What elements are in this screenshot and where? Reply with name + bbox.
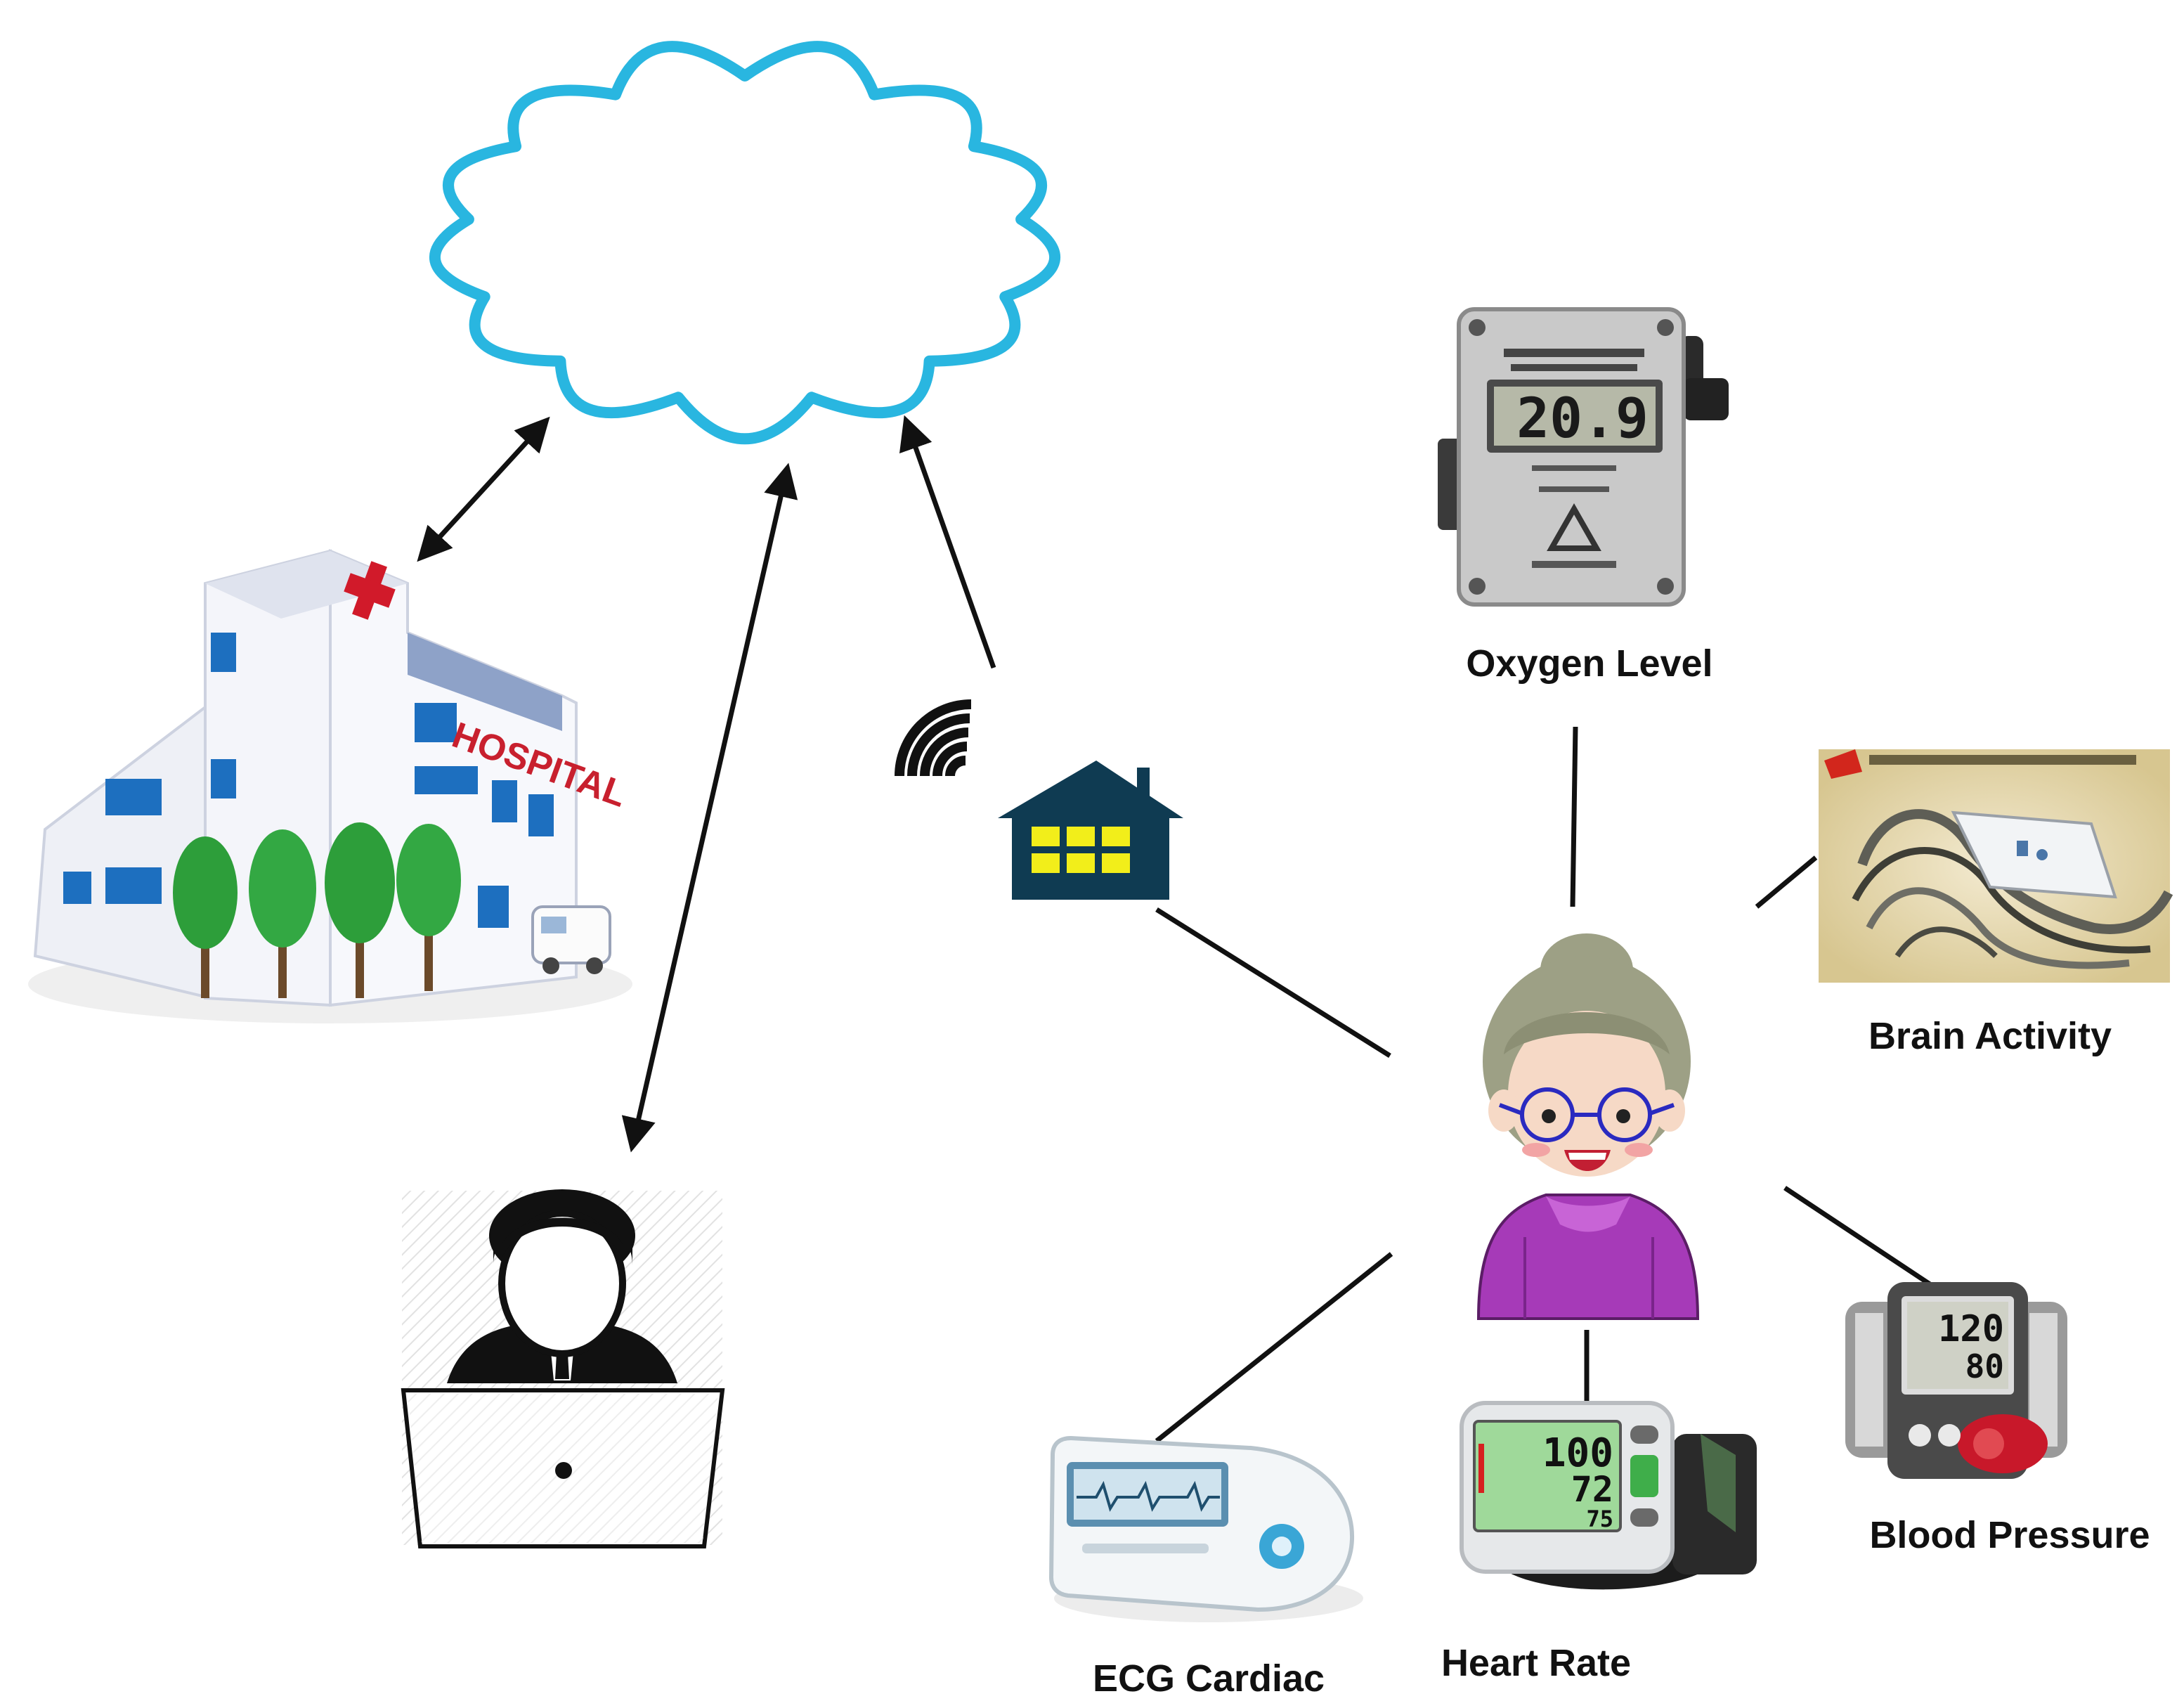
ambulance-icon xyxy=(531,905,611,974)
glasses-icon xyxy=(1498,1087,1675,1142)
heart-dia-reading: 72 xyxy=(1571,1469,1613,1510)
cloud-icon xyxy=(429,41,1061,445)
heart-pulse-reading: 75 xyxy=(1586,1506,1613,1532)
home-icon xyxy=(998,761,1183,900)
blood-pressure-label: Blood Pressure xyxy=(1869,1514,2150,1556)
oximeter-reading: 20.9 xyxy=(1516,387,1649,451)
line-patient-ecg xyxy=(1155,1252,1393,1443)
heart-rate-label: Heart Rate xyxy=(1441,1642,1631,1684)
doctor-laptop-icon xyxy=(401,1189,725,1548)
bp-dia-reading: 80 xyxy=(1965,1347,2004,1385)
arrow-home-cloud xyxy=(899,415,996,669)
arrow-doctor-cloud xyxy=(621,463,798,1153)
arrow-hospital-cloud xyxy=(417,416,550,562)
brain-activity-device xyxy=(1819,749,2173,983)
bp-sys-reading: 120 xyxy=(1938,1308,2004,1350)
wifi-icon xyxy=(895,699,972,777)
heart-sys-reading: 100 xyxy=(1542,1430,1613,1476)
connectors xyxy=(417,415,1941,1443)
heart-rate-device: 100 72 75 xyxy=(1460,1401,1757,1590)
line-patient-home xyxy=(1155,907,1391,1058)
line-patient-oxygen xyxy=(1570,726,1578,907)
blood-pressure-device: 120 80 xyxy=(1845,1282,2067,1479)
patient-avatar xyxy=(1476,933,1700,1320)
ecg-cardiac-device xyxy=(1048,1435,1363,1622)
brain-activity-label: Brain Activity xyxy=(1868,1015,2112,1057)
oxygen-level-label: Oxygen Level xyxy=(1466,642,1712,685)
line-patient-brain xyxy=(1755,855,1818,909)
hospital-icon: HOSPITAL xyxy=(28,548,632,1023)
oxygen-meter-device: 20.9 xyxy=(1438,307,1729,607)
hospital-cross-icon xyxy=(344,561,396,620)
line-patient-bp xyxy=(1783,1186,1941,1293)
tree-icon xyxy=(173,822,461,998)
ecg-cardiac-label: ECG Cardiac xyxy=(1093,1657,1325,1700)
